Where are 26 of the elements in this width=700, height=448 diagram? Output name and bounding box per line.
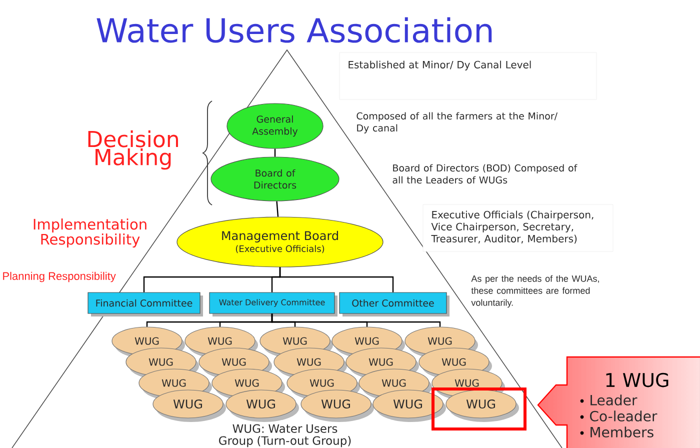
committee-box: Financial Committee [88,292,203,316]
connector-line [274,148,276,157]
group-oval: WUG [152,390,226,422]
connector-line [279,267,394,292]
note-text: Board of Directors (BOD) Composed of all the Leaders of WUGs [392,164,578,184]
group-oval: WUG [446,390,519,422]
oval-node: General Assembly [226,103,324,149]
connector-line [276,201,279,217]
highlight-box [432,388,526,430]
note-text: Composed of all the farmers at the Minor/ Dy canal [356,112,558,134]
group-oval: WUG [300,390,374,422]
group-oval: WUG [226,390,299,422]
note-text: As per the needs of the WUAs, these committees are formed voluntarily. [471,275,599,308]
committee-box: Water Delivery Committee [209,292,338,316]
oval-node: Board of Directors [210,156,340,202]
section-label: Decision Making [88,130,178,170]
section-label: Planning Responsibility [3,272,116,282]
text-box: Established at Minor/ Dy Canal Level [339,52,597,100]
committee-box: Other Committee [339,292,450,316]
section-label: Implementation Responsibility [34,218,146,248]
oval-node: Management Board (Executive Officials) [176,216,384,268]
connector-line [271,314,441,327]
caption: WUG: Water Users Group (Turn-out Group) [219,424,351,448]
title: Water Users Association [96,17,492,43]
text-box: Executive Officials (Chairperson, Vice Chairperson, Secretary, Treasurer, Auditor, Members) [422,204,614,252]
group-oval: WUG [372,390,446,422]
